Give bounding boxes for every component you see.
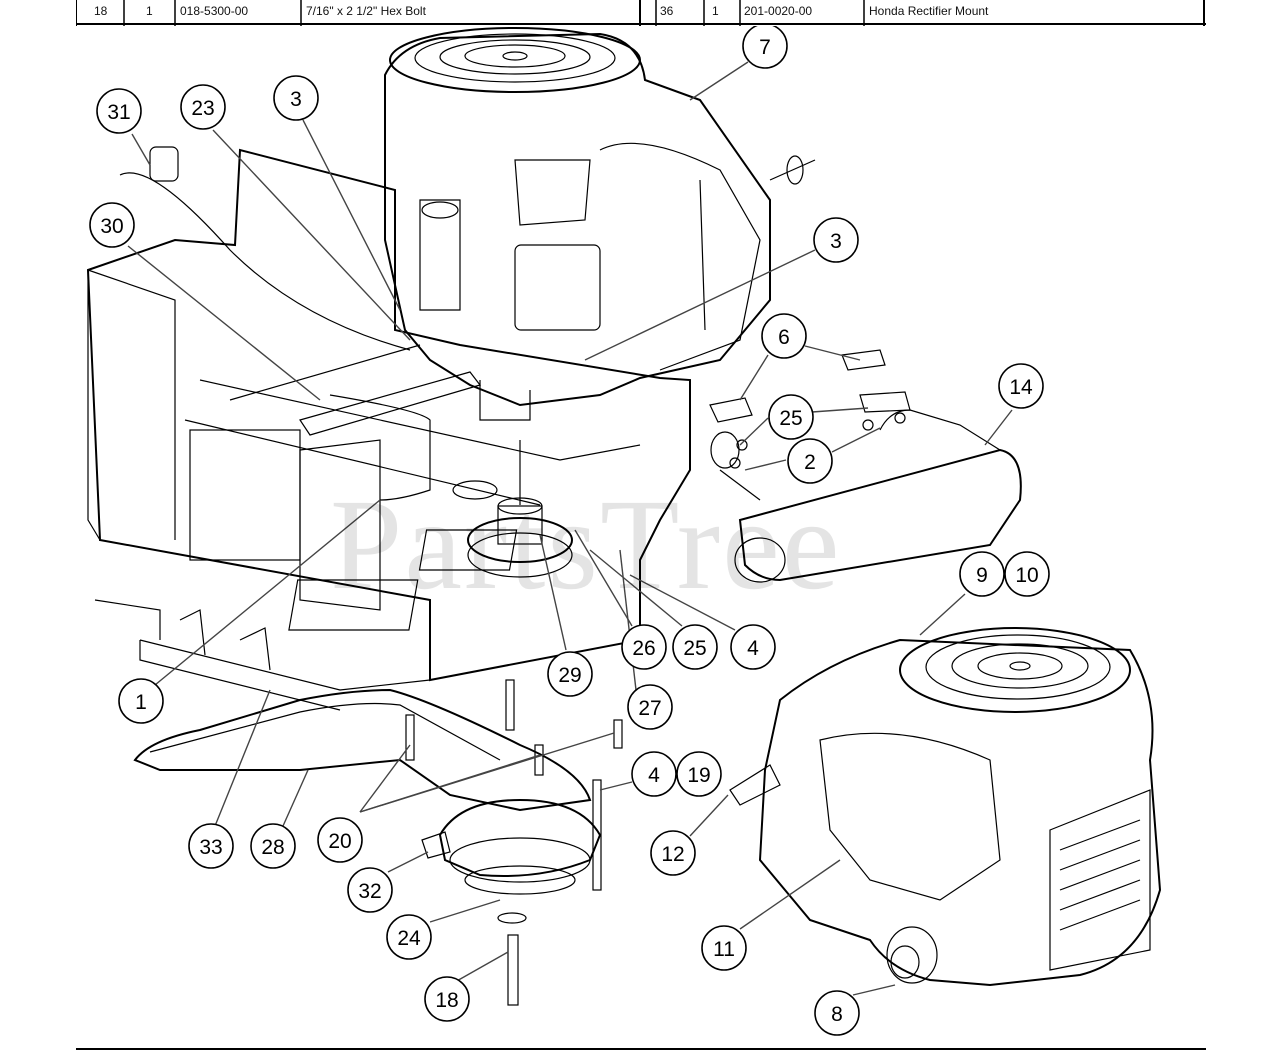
callout-2: 2 [787,438,833,484]
svg-text:33: 33 [199,836,222,859]
callout-3a: 3 [273,75,319,121]
svg-text:3: 3 [290,88,302,111]
engine-pulley [467,440,573,578]
row-qty-right: 1 [712,4,719,18]
row-partno-right: 201-0020-00 [744,4,813,18]
svg-text:1: 1 [135,691,147,714]
callout-28: 28 [250,823,296,869]
svg-text:28: 28 [261,836,284,859]
row-ref-right: 36 [660,4,674,18]
callout-19: 19 [676,751,722,797]
svg-text:8: 8 [831,1003,843,1026]
callout-27: 27 [627,684,673,730]
callout-4b: 4 [631,751,677,797]
svg-text:12: 12 [661,843,684,866]
callout-31: 31 [96,88,142,134]
svg-text:18: 18 [435,989,458,1012]
callout-6: 6 [761,313,807,359]
callout-7: 7 [742,26,788,69]
callout-12: 12 [650,830,696,876]
callout-25a: 25 [768,394,814,440]
svg-text:24: 24 [397,927,421,950]
callout-8: 8 [814,990,860,1036]
callout-11: 11 [701,925,747,971]
engine-assembly-bottom [729,627,1162,987]
callout-10: 10 [1004,551,1050,597]
svg-text:10: 10 [1015,564,1038,587]
svg-text:11: 11 [713,938,735,961]
parts-table-grid [75,0,1206,26]
svg-text:7: 7 [759,36,771,59]
callout-20: 20 [317,817,363,863]
row-desc-left: 7/16" x 2 1/2" Hex Bolt [306,4,426,18]
bottom-table-edge [76,1048,1206,1056]
engine-assembly-top [384,27,816,421]
svg-text:14: 14 [1009,376,1033,399]
svg-text:20: 20 [328,830,351,853]
callout-18: 18 [424,976,470,1022]
svg-text:23: 23 [191,97,214,120]
row-ref-left: 18 [94,4,108,18]
parts-table-row: 18 1 018-5300-00 7/16" x 2 1/2" Hex Bolt… [75,0,1206,26]
drive-belt [133,688,592,812]
gaskets [709,349,911,469]
callout-25b: 25 [672,624,718,670]
callout-9: 9 [959,551,1005,597]
svg-text:6: 6 [778,326,790,349]
svg-text:25: 25 [683,637,706,660]
callout-3b: 3 [813,217,859,263]
svg-text:26: 26 [632,637,655,660]
svg-text:31: 31 [107,101,130,124]
callout-4a: 4 [730,624,776,670]
watermark: PartsTree [330,473,842,617]
svg-text:9: 9 [976,564,988,587]
row-qty-left: 1 [146,4,153,18]
clutch-assembly [405,679,623,1006]
svg-text:2: 2 [804,451,816,474]
svg-text:4: 4 [747,637,759,660]
callout-23: 23 [180,84,226,130]
exploded-parts-diagram: 31 23 3 7 30 3 6 14 25 2 9 10 26 25 4 29… [86,26,1162,1036]
svg-text:27: 27 [638,697,661,720]
svg-text:25: 25 [779,407,802,430]
callout-30: 30 [89,202,135,248]
mower-frame [86,148,691,711]
svg-text:29: 29 [558,664,581,687]
svg-text:30: 30 [100,215,123,238]
svg-text:4: 4 [648,764,660,787]
drive-rods [119,146,482,501]
row-desc-right: Honda Rectifier Mount [869,4,989,18]
row-partno-left: 018-5300-00 [180,4,249,18]
callout-33: 33 [188,823,234,869]
leader-lines [127,61,1013,996]
callout-29: 29 [547,651,593,697]
svg-text:19: 19 [687,764,710,787]
callout-1: 1 [118,678,164,724]
callout-32: 32 [347,867,393,913]
callout-26: 26 [621,624,667,670]
callout-24: 24 [386,914,432,960]
callout-14: 14 [998,363,1044,409]
svg-text:32: 32 [358,880,381,903]
svg-text:3: 3 [830,230,842,253]
